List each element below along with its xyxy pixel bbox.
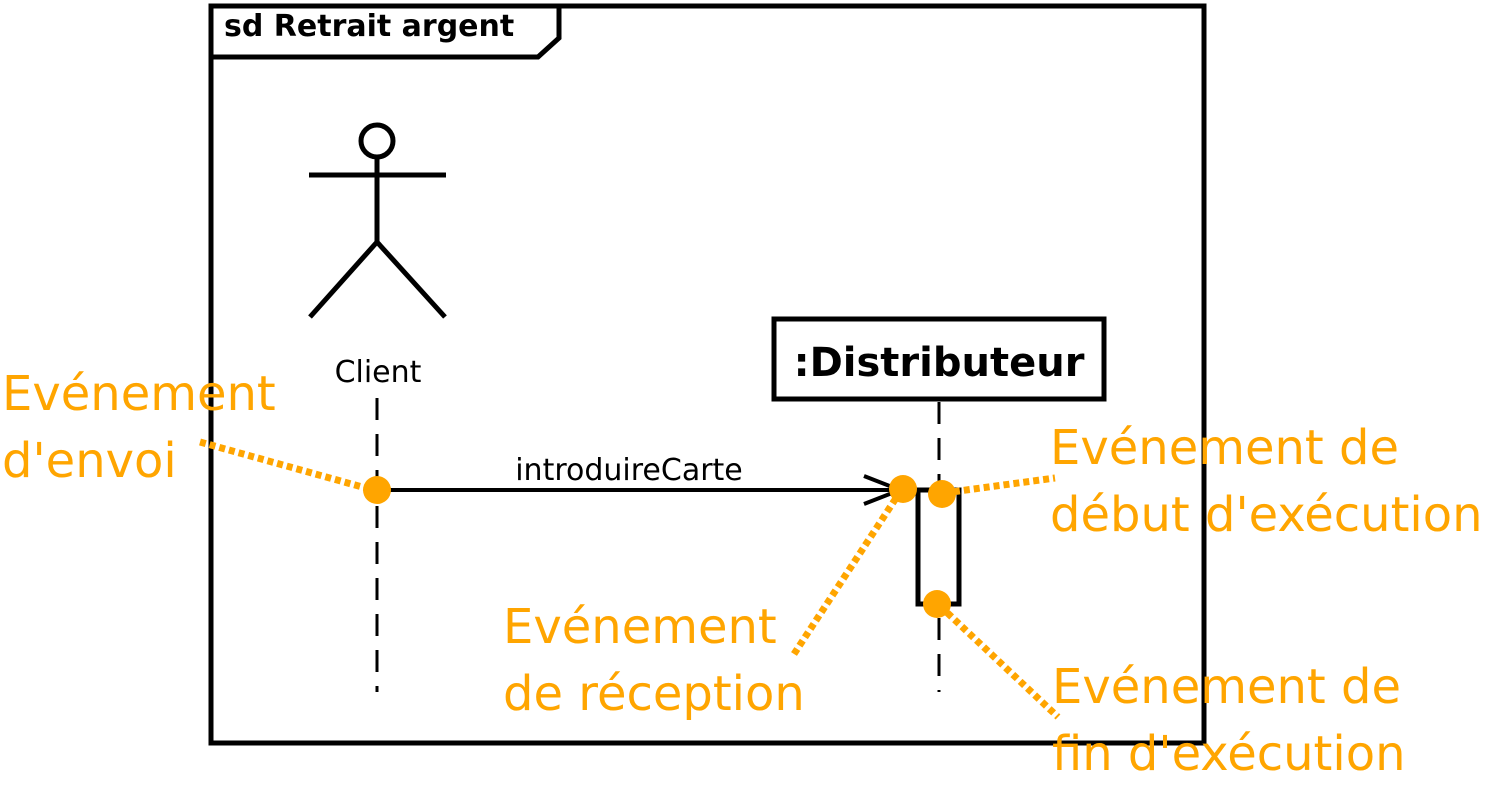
exec-start-event-label: Evénement de début d'exécution bbox=[1050, 420, 1483, 543]
send-event-label: Evénement d'envoi bbox=[2, 366, 291, 489]
actor-left-leg bbox=[308, 240, 379, 319]
receive-event-label-line2: de réception bbox=[503, 666, 805, 722]
send-event-dot bbox=[363, 476, 391, 504]
actor-icon bbox=[308, 122, 447, 319]
receive-connector bbox=[791, 490, 903, 656]
message-label: introduireCarte bbox=[515, 453, 743, 488]
receive-event-label: Evénement de réception bbox=[503, 599, 805, 722]
frame-title: sd Retrait argent bbox=[224, 9, 514, 44]
exec-start-event-label-line1: Evénement de bbox=[1050, 420, 1399, 476]
send-connector bbox=[199, 438, 374, 494]
distributeur-label: :Distributeur bbox=[794, 340, 1085, 386]
actor-head bbox=[358, 122, 396, 160]
frame-title-tab bbox=[211, 6, 562, 60]
distributeur-box bbox=[771, 316, 1107, 402]
callout-connectors bbox=[199, 438, 1061, 720]
exec-end-event-label-line2: fin d'exécution bbox=[1052, 726, 1405, 782]
send-event-label-line1: Evénement bbox=[2, 366, 276, 422]
receive-event-label-line1: Evénement bbox=[503, 599, 777, 655]
exec-start-event-label-line2: début d'exécution bbox=[1050, 487, 1483, 543]
exec-end-connector bbox=[937, 603, 1061, 720]
exec-end-event-dot bbox=[923, 590, 951, 618]
actor-label: Client bbox=[335, 355, 422, 390]
exec-start-connector bbox=[943, 474, 1056, 497]
exec-start-event-dot bbox=[928, 480, 956, 508]
actor-right-leg bbox=[375, 240, 447, 319]
send-event-label-line2: d'envoi bbox=[2, 433, 177, 489]
exec-end-event-label: Evénement de fin d'exécution bbox=[1052, 659, 1416, 782]
exec-end-event-label-line1: Evénement de bbox=[1052, 659, 1401, 715]
receive-event-dot bbox=[889, 475, 917, 503]
diagram-frame bbox=[208, 3, 1207, 746]
